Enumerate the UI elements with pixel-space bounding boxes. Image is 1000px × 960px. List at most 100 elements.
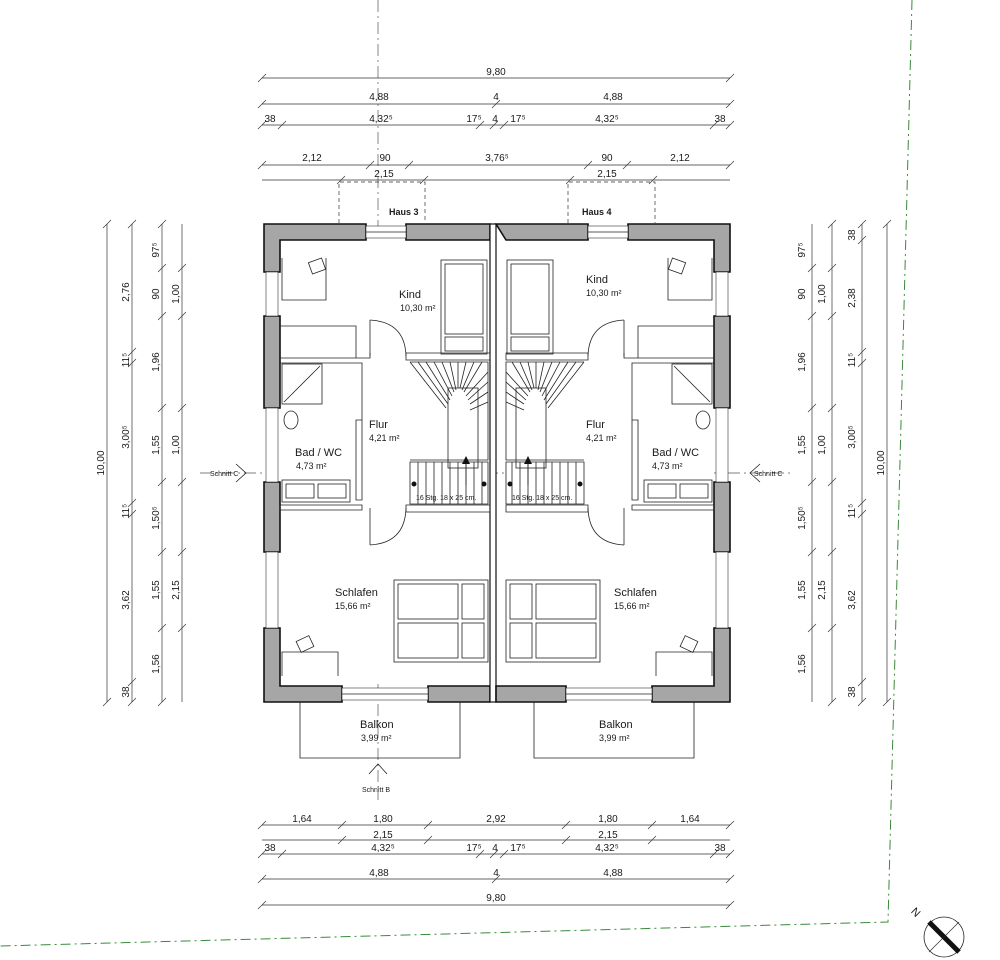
dim-top-r3-2: 4,32⁵ <box>369 114 393 125</box>
dim-top-half-left: 4,88 <box>369 92 389 103</box>
house-left <box>263 223 497 759</box>
room-balkon-left-area: 3,99 m² <box>361 733 392 743</box>
dim-bot-r1-3: 2,92 <box>486 814 506 825</box>
dim-bot-r3-3: 17⁵ <box>466 843 481 854</box>
room-balkon-right-name: Balkon <box>599 719 633 731</box>
dim-top-r5-1: 2,15 <box>374 169 394 180</box>
house-right <box>494 223 731 759</box>
dim-right-c2-1: 97⁵ <box>797 242 808 257</box>
dim-bot-r3-5: 17⁵ <box>510 843 525 854</box>
room-schlafen-right-name: Schlafen <box>614 587 657 599</box>
dim-right-c1-6: 3,62 <box>847 590 858 610</box>
room-kind-left-area: 10,30 m² <box>400 303 436 313</box>
house-label-right: Haus 4 <box>582 207 612 217</box>
dim-top-r4-1: 2,12 <box>302 153 322 164</box>
dim-right-c1-7: 38 <box>847 686 858 698</box>
dim-top-r3-1: 38 <box>264 114 276 125</box>
dim-left-c3-1: 1,00 <box>171 284 182 304</box>
dim-top-total: 9,80 <box>486 67 506 78</box>
dim-top-r3-7: 38 <box>714 114 726 125</box>
dim-bot-r1-4: 1,80 <box>598 814 618 825</box>
dim-right-c2-3: 1,96 <box>797 352 808 372</box>
room-flur-right-area: 4,21 m² <box>586 433 617 443</box>
right-dimensions: 1,00 1,00 2,15 97⁵ 90 1,96 1,55 1,50⁵ 1,… <box>797 219 892 707</box>
dim-right-c2-7: 1,56 <box>797 654 808 674</box>
dim-left-c3-2: 1,00 <box>171 435 182 455</box>
left-dimensions: 10,00 2,76 11⁵ 3,00⁵ 11⁵ 3,62 38 97⁵ 90 … <box>96 219 187 707</box>
dim-left-c2-3: 1,96 <box>151 352 162 372</box>
dim-top-r4-5: 2,12 <box>670 153 690 164</box>
section-c-label-left: Schnitt C <box>210 471 238 478</box>
stairs-label-right: 16 Stg. 18 x 25 cm. <box>512 495 572 502</box>
dim-bot-r3-2: 4,32⁵ <box>371 843 395 854</box>
room-kind-left-name: Kind <box>399 289 421 301</box>
dim-right-c3-2: 1,00 <box>817 435 828 455</box>
dim-right-c2-2: 90 <box>797 288 808 300</box>
dim-right-c1-1: 38 <box>847 229 858 241</box>
room-balkon-left-name: Balkon <box>360 719 394 731</box>
dim-top-r3-6: 4,32⁵ <box>595 114 619 125</box>
dim-left-c1-3: 3,00⁵ <box>121 425 132 449</box>
room-kind-right-name: Kind <box>586 274 608 286</box>
dim-bot-r3-6: 4,32⁵ <box>595 843 619 854</box>
dim-top-r4-3: 3,76⁵ <box>485 153 509 164</box>
dim-bot-r3-4: 4 <box>492 843 498 854</box>
dim-bot-r4-2: 4 <box>493 868 499 879</box>
dim-bot-r3-1: 38 <box>264 843 276 854</box>
canopy-right <box>567 181 656 223</box>
dim-top-r4-2: 90 <box>379 153 391 164</box>
dim-bot-r4-3: 4,88 <box>603 868 623 879</box>
room-kind-right-area: 10,30 m² <box>586 288 622 298</box>
canopy-left <box>338 181 426 223</box>
dim-right-c2-5: 1,50⁵ <box>797 506 808 530</box>
room-balkon-right-area: 3,99 m² <box>599 733 630 743</box>
dim-top-r4-4: 90 <box>601 153 613 164</box>
dim-right-c2-6: 1,55 <box>797 580 808 600</box>
dim-top-r5-2: 2,15 <box>597 169 617 180</box>
room-flur-left-name: Flur <box>369 419 388 431</box>
north-arrow-icon: N <box>908 906 965 958</box>
dim-left-c2-5: 1,50⁵ <box>151 506 162 530</box>
dim-left-c2-2: 90 <box>151 288 162 300</box>
section-b-label: Schnitt B <box>362 787 390 794</box>
dim-right-c1-3: 11⁵ <box>847 353 858 368</box>
dim-left-c2-7: 1,56 <box>151 654 162 674</box>
room-schlafen-left-name: Schlafen <box>335 587 378 599</box>
room-schlafen-right-area: 15,66 m² <box>614 601 650 611</box>
dim-left-c2-4: 1,55 <box>151 435 162 455</box>
dim-left-c1-6: 38 <box>121 686 132 698</box>
stairs-label-left: 16 Stg. 18 x 25 cm. <box>416 495 476 502</box>
top-dimensions: 9,80 4,88 4 4,88 38 4,32⁵ 17⁵ 4 17⁵ 4,32… <box>257 67 735 185</box>
dim-bot-r1-2: 1,80 <box>373 814 393 825</box>
dim-top-r3-5: 17⁵ <box>510 114 525 125</box>
dim-right-c3-1: 1,00 <box>817 284 828 304</box>
dim-top-r3-3: 17⁵ <box>466 114 481 125</box>
dim-bot-total: 9,80 <box>486 893 506 904</box>
section-c-marker-right <box>749 463 761 483</box>
dim-bot-r1-5: 1,64 <box>680 814 700 825</box>
dim-bot-r2-1: 2,15 <box>373 830 393 841</box>
section-c-marker-left <box>235 463 247 483</box>
room-bad-right-name: Bad / WC <box>652 447 699 459</box>
dim-right-c3-3: 2,15 <box>817 580 828 600</box>
section-c-label-right: Schnitt C <box>754 471 782 478</box>
dim-left-c2-1: 97⁵ <box>151 242 162 257</box>
dim-bot-r3-7: 38 <box>714 843 726 854</box>
dim-right-c1-4: 3,00⁵ <box>847 425 858 449</box>
dim-left-c1-4: 11⁵ <box>121 504 132 519</box>
room-flur-right-name: Flur <box>586 419 605 431</box>
room-flur-left-area: 4,21 m² <box>369 433 400 443</box>
bottom-dimensions: 1,64 1,80 2,92 1,80 1,64 2,15 2,15 38 4,… <box>257 814 735 910</box>
room-bad-left-area: 4,73 m² <box>296 461 327 471</box>
dim-bot-r4-1: 4,88 <box>369 868 389 879</box>
dim-bot-r1-1: 1,64 <box>292 814 312 825</box>
room-bad-left-name: Bad / WC <box>295 447 342 459</box>
section-b-marker <box>368 763 388 775</box>
dim-left-c1-2: 11⁵ <box>121 353 132 368</box>
property-boundary <box>0 0 913 947</box>
dim-right-total: 10,00 <box>876 450 887 475</box>
dim-left-c2-6: 1,55 <box>151 580 162 600</box>
dim-bot-r2-2: 2,15 <box>598 830 618 841</box>
dim-left-total: 10,00 <box>96 450 107 475</box>
